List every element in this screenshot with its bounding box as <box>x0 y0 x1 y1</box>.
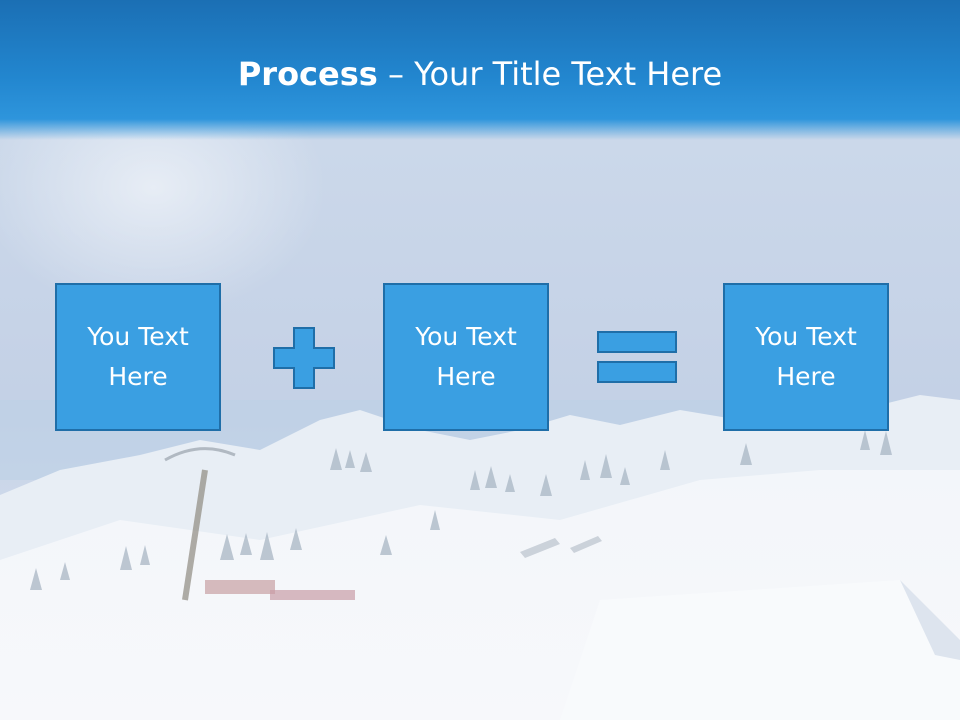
slide-title: Process – Your Title Text Here <box>0 52 960 96</box>
process-box-1-line-1: You Text <box>87 322 189 351</box>
title-bar <box>0 0 960 140</box>
slide-title-rest: – Your Title Text Here <box>377 55 723 93</box>
process-box-2-line-2: Here <box>436 362 496 391</box>
process-box-3-line-2: Here <box>776 362 836 391</box>
process-box-3[interactable]: You Text Here <box>723 283 889 431</box>
process-box-1-text: You Text Here <box>73 317 203 397</box>
slide-title-bold: Process <box>237 55 378 93</box>
process-box-2-line-1: You Text <box>415 322 517 351</box>
process-box-3-line-1: You Text <box>755 322 857 351</box>
plus-icon <box>273 327 335 389</box>
process-box-3-text: You Text Here <box>741 317 871 397</box>
process-box-2[interactable]: You Text Here <box>383 283 549 431</box>
process-box-2-text: You Text Here <box>401 317 531 397</box>
process-box-1-line-2: Here <box>108 362 168 391</box>
equals-icon <box>597 331 677 383</box>
process-box-1[interactable]: You Text Here <box>55 283 221 431</box>
